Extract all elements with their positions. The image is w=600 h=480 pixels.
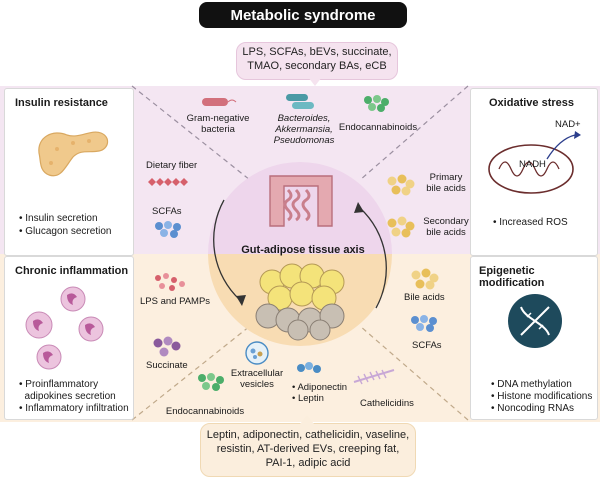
- ev-label: Extracellular vesicles: [222, 368, 292, 390]
- epigenetic-modification-panel: Epigenetic modification • DNA methylatio…: [470, 256, 598, 420]
- endocannabinoids-bottom-label: Endocannabinoids: [165, 406, 245, 417]
- commensal-bacteria-icon: [286, 94, 314, 109]
- gut-metabolites-bubble: LPS, SCFAs, bEVs, succinate, TMAO, secon…: [236, 42, 398, 80]
- dietary-fiber-label: Dietary fiber: [146, 160, 198, 171]
- bile-acids-label: Bile acids: [404, 292, 445, 303]
- cathelicidins-icon: [353, 369, 395, 385]
- label-line: • Adiponectin: [292, 382, 348, 393]
- bubble-line: TMAO, secondary BAs, eCB: [247, 60, 387, 72]
- gram-negative-label: Gram-negative bacteria: [178, 113, 258, 135]
- panel-bullet: • Increased ROS: [493, 217, 568, 228]
- label-line: Primary: [429, 172, 463, 183]
- scfas-bottom-label: SCFAs: [412, 340, 442, 351]
- panel-title: Epigenetic modification: [479, 265, 545, 289]
- cathelicidins-label: Cathelicidins: [360, 398, 414, 409]
- nad-label: NAD+: [555, 119, 581, 130]
- succinate-icon: [153, 336, 181, 357]
- adipose-tissue-icon: [255, 263, 345, 341]
- label-line: Pseudomonas: [273, 135, 335, 146]
- panel-bullet: adipokines secretion: [19, 391, 116, 402]
- label-line: bile acids: [426, 227, 466, 238]
- secondary-bile-acids-label: Secondary bile acids: [418, 216, 474, 238]
- mitochondrion-icon: [488, 131, 581, 194]
- scfas-icon: [411, 315, 437, 332]
- succinate-label: Succinate: [146, 360, 188, 371]
- dietary-fiber-icon: [148, 178, 188, 186]
- primary-bile-acids-label: Primary bile acids: [418, 172, 474, 194]
- nadh-label: NADH: [519, 159, 546, 170]
- label-line: Bacteroides,: [277, 113, 331, 124]
- scfas-top-label: SCFAs: [152, 206, 182, 217]
- page-title: Metabolic syndrome: [199, 2, 407, 28]
- bubble-pointer: [300, 415, 314, 424]
- adipose-factors-bubble: Leptin, adiponectin, cathelicidin, vasel…: [200, 423, 416, 477]
- extracellular-vesicle-icon: [245, 341, 269, 365]
- label-line: bile acids: [426, 183, 466, 194]
- adiponectin-icon: [297, 362, 321, 373]
- endocannabinoids-icon: [364, 95, 389, 112]
- label-line: Extracellular: [230, 368, 284, 379]
- primary-bile-acids-icon: [387, 174, 415, 196]
- label-line: Secondary: [423, 216, 469, 227]
- lps-label: LPS and PAMPs: [140, 296, 211, 307]
- panel-bullet: • Insulin secretion: [19, 213, 98, 224]
- panel-bullet: • Glucagon secretion: [19, 226, 112, 237]
- insulin-resistance-panel: Insulin resistance • Insulin secretion •…: [4, 88, 134, 256]
- oxidative-stress-panel: Oxidative stress NAD+ NADH • Increased R…: [470, 88, 598, 256]
- lps-pamps-icon: [155, 273, 185, 291]
- bile-acids-icon: [411, 268, 439, 290]
- center-axis-label: Gut-adipose tissue axis: [241, 244, 365, 256]
- panel-title: Insulin resistance: [15, 97, 108, 109]
- pancreas-icon: [38, 131, 109, 177]
- adipokine-label: • Adiponectin • Leptin: [292, 382, 347, 404]
- panel-bullet: • Histone modifications: [491, 391, 593, 402]
- bacteroides-label: Bacteroides, Akkermansia, Pseudomonas: [264, 113, 344, 146]
- panel-title: Oxidative stress: [489, 97, 574, 109]
- endocannabinoids-top-label: Endocannabinoids: [338, 122, 418, 133]
- scfas-icon: [155, 221, 181, 238]
- label-line: Akkermansia,: [275, 124, 333, 135]
- intestine-icon: [269, 175, 333, 227]
- bubble-line: Leptin, adiponectin, cathelicidin, vasel…: [206, 429, 410, 441]
- endocannabinoids-icon: [198, 373, 224, 391]
- label-line: vesicles: [240, 379, 274, 390]
- panel-title: Chronic inflammation: [15, 265, 129, 277]
- panel-bullet: • DNA methylation: [491, 379, 572, 390]
- bubble-line: LPS, SCFAs, bEVs, succinate,: [242, 46, 392, 58]
- immune-cells-icon: [25, 286, 104, 370]
- label-line: bacteria: [201, 124, 235, 135]
- bubble-line: PAI-1, adipic acid: [265, 457, 351, 469]
- bubble-line: resistin, AT-derived EVs, creeping fat,: [216, 443, 400, 455]
- dna-icon: [508, 294, 562, 348]
- panel-bullet: • Proinflammatory: [19, 379, 99, 390]
- chronic-inflammation-panel: Chronic inflammation • Proinflammatory a…: [4, 256, 134, 420]
- secondary-bile-acids-icon: [387, 216, 415, 238]
- label-line: Gram-negative: [186, 113, 250, 124]
- label-line: • Leptin: [292, 393, 324, 404]
- bubble-pointer: [308, 77, 322, 86]
- gram-negative-bacteria-icon: [202, 98, 237, 106]
- panel-bullet: • Noncoding RNAs: [491, 403, 574, 414]
- panel-bullet: • Inflammatory infiltration: [19, 403, 129, 414]
